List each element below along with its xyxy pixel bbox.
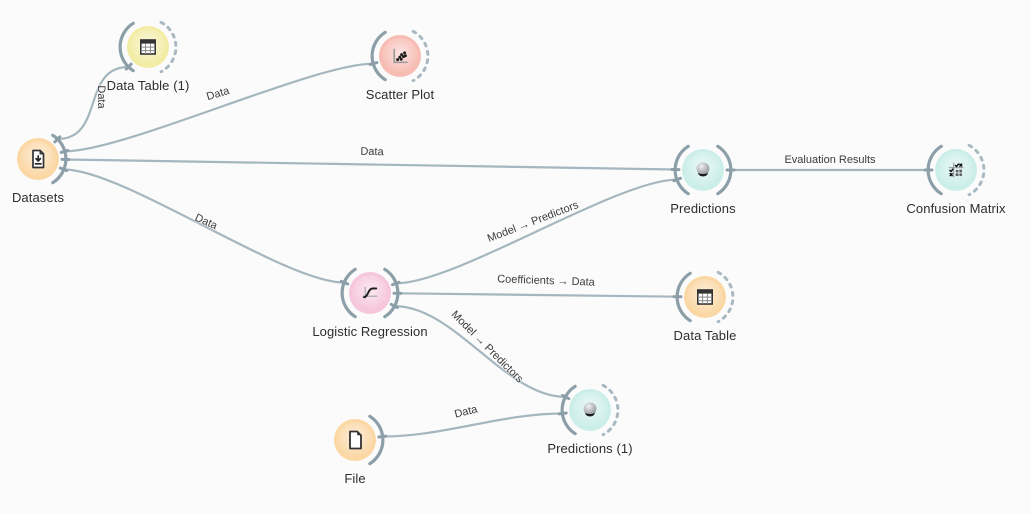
channel-anchor-tick — [672, 176, 682, 183]
node-label: Scatter Plot — [365, 87, 435, 102]
node-circle[interactable] — [684, 276, 726, 318]
confusion-matrix-icon — [948, 162, 964, 178]
channel-anchor-tick — [368, 61, 379, 66]
node-circle[interactable] — [935, 149, 977, 191]
edge-label-datasets-predictions: Data — [360, 145, 384, 159]
node-label: Data Table (1) — [106, 78, 190, 93]
confusion-matrix-output-arc-unconnected[interactable] — [967, 143, 986, 197]
predictions-1-output-arc-unconnected[interactable] — [601, 383, 620, 437]
scatter-plot-icon — [393, 48, 408, 64]
node-label: Datasets — [11, 190, 65, 205]
channel-anchor-tick — [124, 62, 133, 71]
data-table-output-arc-unconnected[interactable] — [716, 270, 735, 324]
sigmoid-icon — [362, 286, 378, 299]
channel-anchor-tick — [389, 302, 399, 310]
node-label: File — [344, 471, 366, 486]
edge-logistic-regression-predictions[interactable] — [395, 178, 678, 285]
edge-datasets-scatter-plot[interactable] — [63, 62, 375, 153]
channel-anchor-tick — [557, 411, 568, 416]
channel-anchor-tick — [377, 434, 388, 439]
scatter-plot-output-arc-unconnected[interactable] — [411, 29, 430, 83]
edge-datasets-logistic-regression[interactable] — [62, 168, 346, 284]
channel-anchor-tick — [53, 135, 62, 144]
channel-anchor-tick — [59, 149, 70, 154]
channel-anchor-tick — [339, 279, 350, 286]
node-circle[interactable] — [379, 35, 421, 77]
edge-logistic-regression-data-table[interactable] — [396, 292, 679, 298]
node-label: Logistic Regression — [312, 324, 428, 339]
channel-anchor-tick — [391, 280, 401, 287]
file-icon — [349, 430, 362, 450]
crystal-ball-icon — [696, 162, 710, 177]
node-circle[interactable] — [349, 272, 391, 314]
node-circle[interactable] — [334, 419, 376, 461]
node-circle[interactable] — [569, 389, 611, 431]
node-circle[interactable] — [127, 26, 169, 68]
edge-logistic-regression-predictions-1[interactable] — [393, 305, 567, 398]
data-table-icon — [697, 289, 713, 305]
edge-label-datasets-data-table-1: Data — [95, 85, 107, 109]
channel-anchor-tick — [561, 393, 571, 401]
file-output-arc[interactable] — [368, 414, 385, 466]
node-label: Predictions — [670, 201, 736, 216]
node-circle[interactable] — [682, 149, 724, 191]
scatter-plot-input-arc[interactable] — [370, 30, 387, 82]
node-circle[interactable] — [17, 138, 59, 180]
node-label: Predictions (1) — [547, 441, 633, 456]
edge-datasets-data-table-1[interactable] — [56, 65, 130, 141]
predictions-1-input-arc[interactable] — [560, 384, 577, 436]
data-table-icon — [140, 39, 156, 55]
node-label: Data Table — [673, 328, 737, 343]
data-table-1-output-arc-unconnected[interactable] — [159, 20, 178, 74]
channel-anchor-tick — [58, 166, 69, 173]
datasets-icon — [32, 149, 45, 169]
edge-label-predictions-confusion-matrix: Evaluation Results — [784, 154, 876, 166]
edge-file-predictions-1[interactable] — [381, 412, 564, 438]
logistic-regression-input-arc[interactable] — [340, 267, 357, 319]
edge-datasets-predictions[interactable] — [64, 158, 677, 171]
crystal-ball-icon — [583, 402, 597, 417]
node-label: Confusion Matrix — [906, 201, 1006, 216]
